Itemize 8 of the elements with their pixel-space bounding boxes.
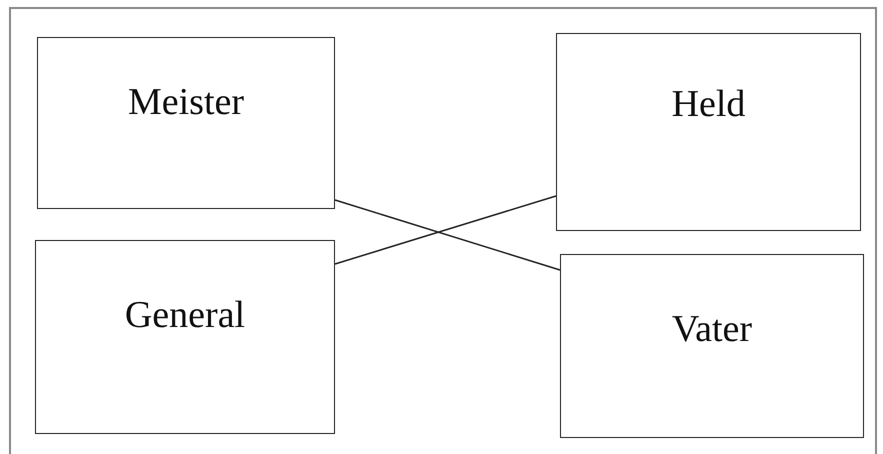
box-label: Meister (126, 80, 246, 124)
box-label: Vater (670, 307, 754, 351)
text-box (556, 33, 861, 231)
text-box (35, 240, 335, 434)
box-label: General (124, 293, 246, 337)
text-box (560, 254, 864, 438)
text-box (37, 37, 335, 209)
box-label: Held (670, 82, 746, 126)
